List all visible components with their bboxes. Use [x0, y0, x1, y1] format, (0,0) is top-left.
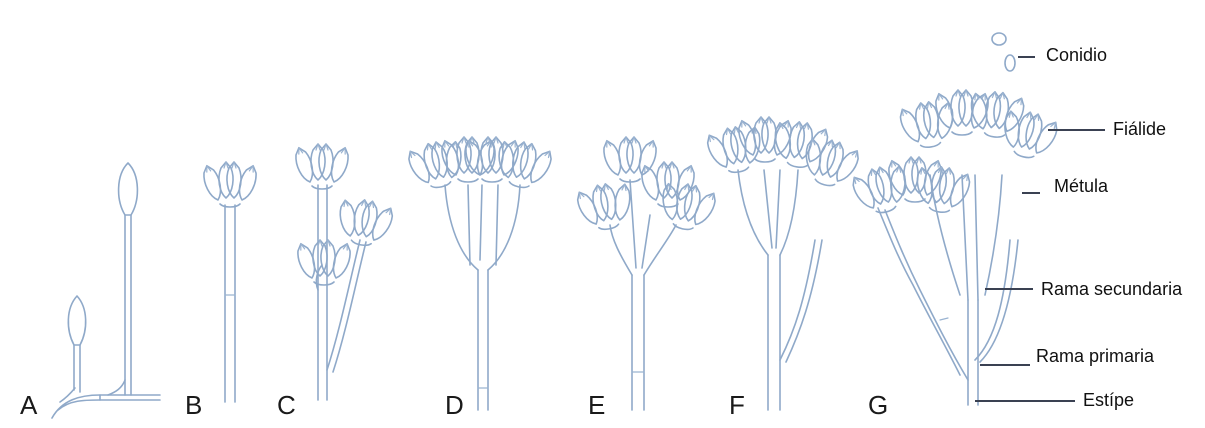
panel-f-structure: [702, 117, 865, 410]
panel-a-structure: [52, 163, 160, 418]
panel-d-structure: [403, 137, 557, 410]
label-estipe: Estípe: [1083, 390, 1134, 411]
panel-label-d: D: [445, 390, 464, 421]
label-rama-secundaria: Rama secundaria: [1041, 279, 1182, 300]
panel-c-structure: [292, 144, 398, 400]
panel-label-e: E: [588, 390, 605, 421]
panel-label-f: F: [729, 390, 745, 421]
panel-label-g: G: [868, 390, 888, 421]
label-rama-primaria: Rama primaria: [1036, 346, 1154, 367]
panel-e-structure: [572, 137, 721, 410]
label-fialide: Fiálide: [1113, 119, 1166, 140]
panel-label-c: C: [277, 390, 296, 421]
panel-label-a: A: [20, 390, 37, 421]
panel-label-b: B: [185, 390, 202, 421]
panel-b-structure: [200, 162, 260, 402]
panel-g-structure: [847, 33, 1063, 405]
label-conidio: Conidio: [1046, 45, 1107, 66]
label-metula: Métula: [1054, 176, 1108, 197]
